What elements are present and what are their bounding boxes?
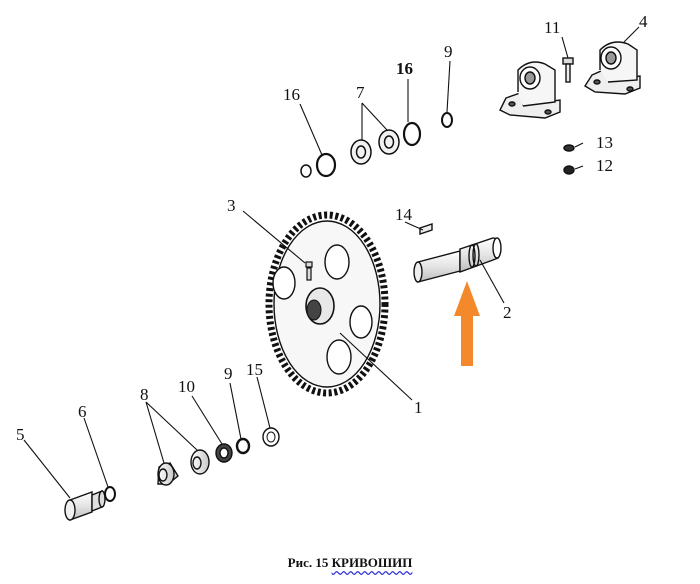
callout-1: 1 [414, 398, 423, 417]
highlight-arrow [454, 281, 480, 366]
figure-title: КРИВОШИП [331, 555, 413, 570]
gear-1 [265, 211, 389, 397]
bushing-8-left [157, 462, 179, 486]
callout-8: 8 [140, 385, 149, 404]
crank-shaft-2 [413, 223, 502, 283]
bottom-parts-group [64, 427, 280, 521]
callout-4: 4 [639, 12, 648, 31]
washer-6 [104, 486, 116, 502]
figure-caption: Рис. 15 КРИВОШИП [0, 555, 700, 571]
callout-5: 5 [16, 425, 25, 444]
bearing-housing-left [499, 61, 561, 119]
bearing-7-right [378, 129, 400, 155]
callout-11: 11 [544, 18, 560, 37]
callout-10: 10 [178, 377, 195, 396]
callout-6: 6 [78, 402, 87, 421]
ring-10 [215, 443, 233, 463]
bearing-housings-group [499, 41, 641, 175]
key-14 [419, 223, 433, 235]
callout-7: 7 [356, 83, 365, 102]
callout-16-left: 16 [283, 85, 300, 104]
gear-hub [305, 287, 335, 325]
set-screw-3 [305, 261, 313, 281]
callout-13: 13 [596, 133, 613, 152]
callout-9-bottom: 9 [224, 364, 233, 383]
washer-9-top [441, 112, 453, 128]
callout-12: 12 [596, 156, 613, 175]
gear-window-top [324, 244, 350, 280]
nut-12 [563, 165, 575, 175]
washer-9-bottom [235, 437, 251, 455]
figure-number: Рис. 15 [287, 555, 329, 570]
gear-window-right [349, 305, 373, 339]
washer-13 [563, 144, 575, 152]
leader-lines [23, 26, 640, 499]
bearing-7-left [350, 139, 372, 165]
callout-15: 15 [246, 360, 263, 379]
snap-ring-16-right [402, 121, 422, 147]
bearing-housing-right [584, 41, 641, 95]
washer-15 [262, 427, 280, 447]
snap-ring-16-left [315, 152, 337, 178]
pin-5 [64, 489, 106, 521]
callout-14: 14 [395, 205, 413, 224]
callout-2: 2 [503, 303, 512, 322]
top-parts-group [300, 112, 453, 178]
bushing-8-right [190, 449, 210, 475]
callout-9-top: 9 [444, 42, 453, 61]
callout-16-right: 16 [396, 59, 413, 78]
callout-3: 3 [227, 196, 236, 215]
gear-window-left [272, 266, 296, 300]
gear-window-bottom [326, 339, 352, 375]
washer-small-top [300, 164, 312, 178]
callout-labels: 16 7 16 9 11 4 13 12 14 3 2 1 5 6 8 10 9… [16, 12, 648, 444]
gear-teeth [265, 211, 389, 397]
bolt-11 [562, 57, 574, 83]
